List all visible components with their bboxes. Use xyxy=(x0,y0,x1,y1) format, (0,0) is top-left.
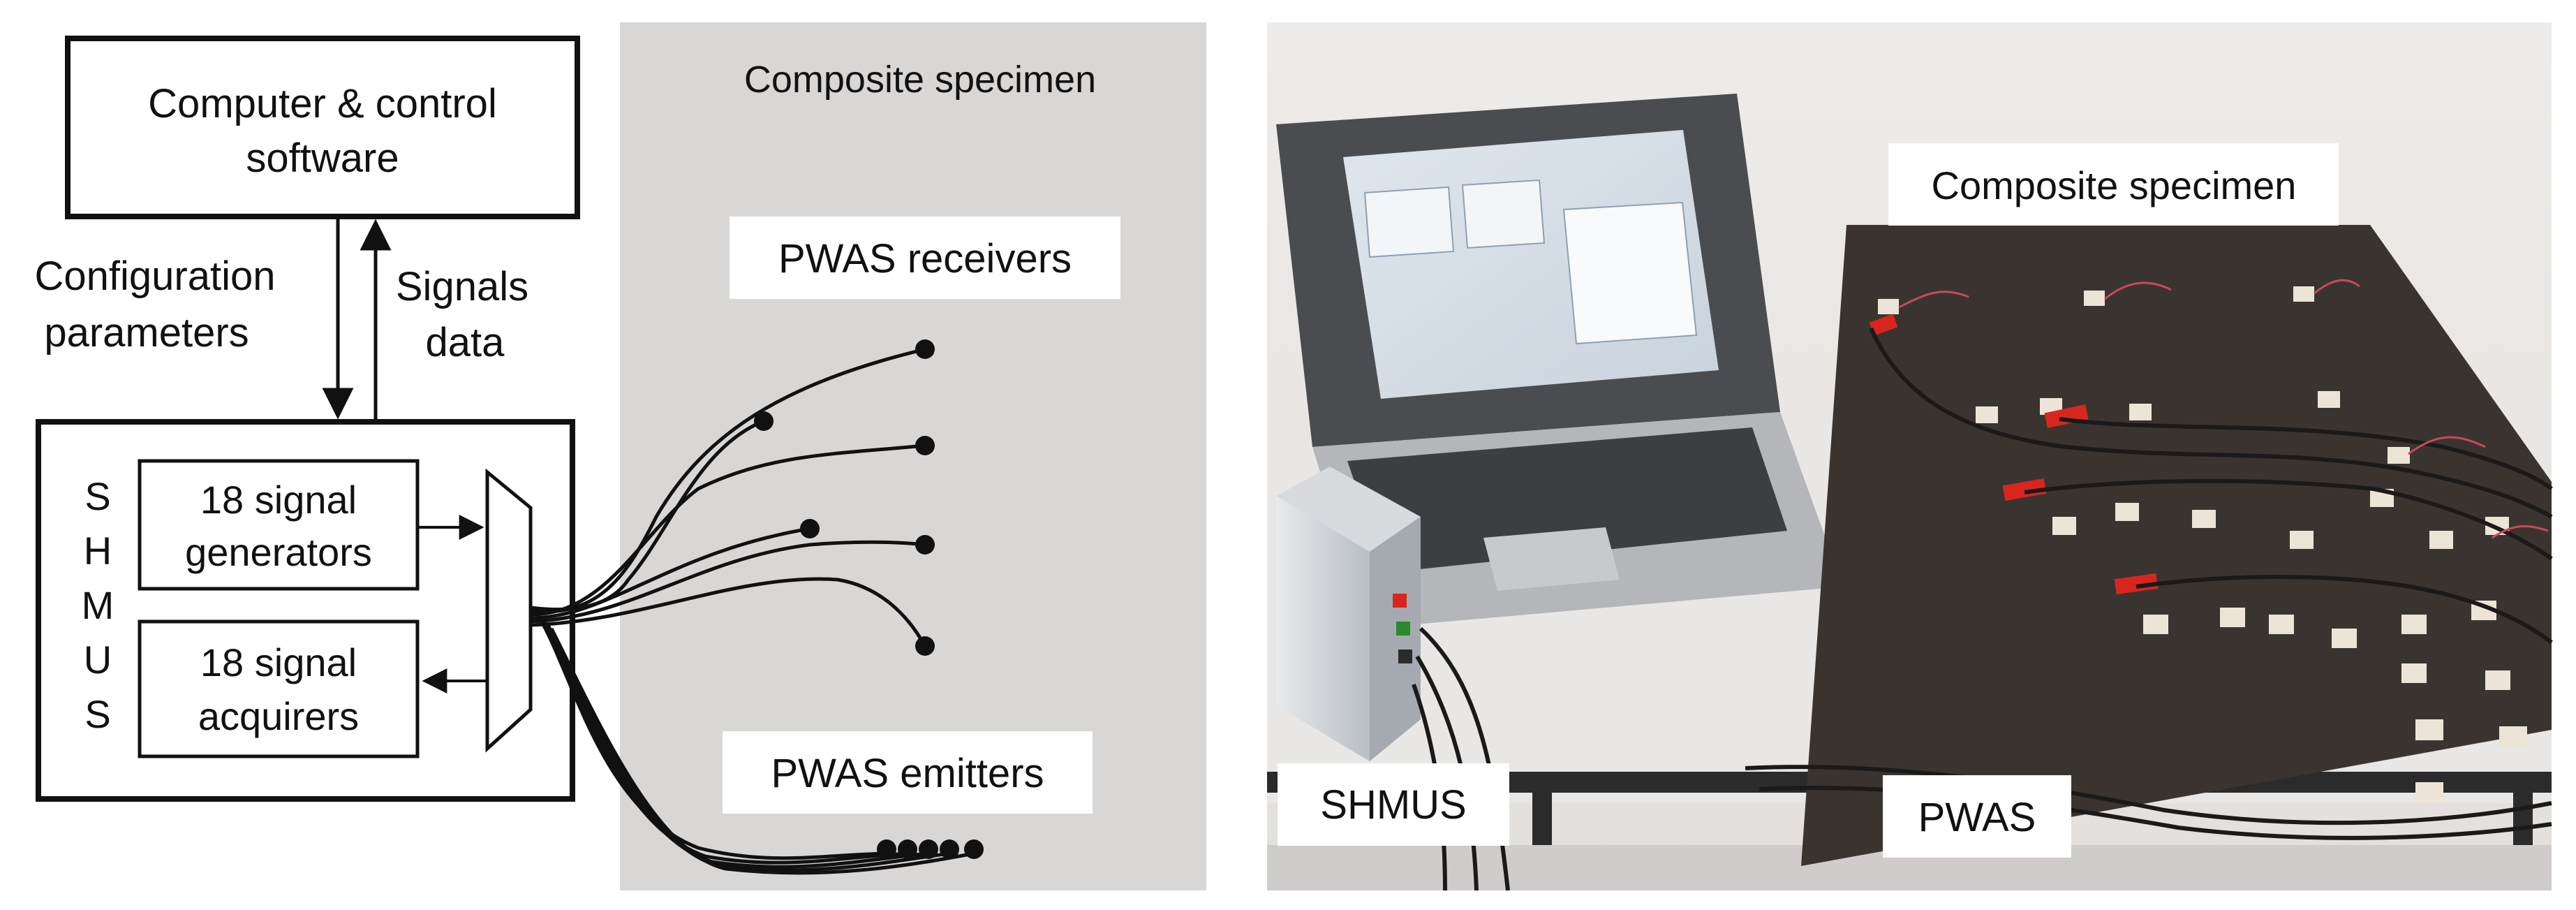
photo-shmus-label: SHMUS xyxy=(1320,782,1466,828)
receiver-dot xyxy=(915,535,935,555)
config-label-line1: Configuration xyxy=(35,254,276,299)
receivers-label-box xyxy=(730,217,1120,299)
shmus-device-top xyxy=(1276,467,1421,552)
red-clip xyxy=(2044,404,2089,428)
laptop xyxy=(1276,94,1843,629)
sensor-wires xyxy=(1898,279,2549,539)
photo-specimen-label-box xyxy=(1888,143,2339,226)
shmus-vertical-label: S H M U S xyxy=(82,474,114,736)
generators-box xyxy=(138,459,420,591)
receiver-dot xyxy=(800,519,820,538)
device-port xyxy=(1393,594,1407,608)
shmus-device-front xyxy=(1276,496,1370,761)
emitters-label: PWAS emitters xyxy=(771,751,1044,796)
device-port xyxy=(1396,622,1410,636)
pwas-emitter-dots xyxy=(877,839,984,859)
screen-panel xyxy=(1363,186,1455,258)
emitter-dot xyxy=(940,839,959,859)
pwas-patch xyxy=(2192,510,2216,528)
signals-label-line2: data xyxy=(426,320,505,365)
pwas-patch xyxy=(2052,517,2076,535)
screen-panel xyxy=(1461,179,1546,249)
pwas-patch xyxy=(2129,404,2152,420)
receivers-label: PWAS receivers xyxy=(778,236,1072,281)
shmus-letter: S xyxy=(84,692,110,736)
signals-label-line1: Signals xyxy=(396,264,528,309)
emitter-dot xyxy=(877,839,896,859)
screen-plot xyxy=(1562,201,1698,345)
composite-board xyxy=(1801,225,2552,866)
pwas-patch xyxy=(2401,663,2427,683)
pwas-patch xyxy=(2143,615,2168,634)
acquirers-line2: acquirers xyxy=(198,694,359,738)
emitter-dot xyxy=(898,839,917,859)
emitters-label-box xyxy=(723,731,1093,814)
shmus-letter: U xyxy=(84,638,112,682)
pwas-patch xyxy=(2499,726,2527,747)
pwas-patch xyxy=(2415,719,2443,740)
receiver-dot xyxy=(915,339,935,359)
lab-photo: Composite specimen SHMUS PWAS xyxy=(1267,22,2553,891)
pwas-patch xyxy=(1976,406,1998,423)
pwas-patch xyxy=(2388,447,2410,464)
computer-box-line2: software xyxy=(246,135,399,181)
generators-line1: 18 signal xyxy=(200,478,357,522)
keyboard xyxy=(1347,427,1787,573)
receiver-dot xyxy=(915,636,935,656)
shmus-device-side xyxy=(1370,517,1421,761)
pwas-patch xyxy=(2415,782,2443,803)
pwas-patch xyxy=(1878,299,1899,314)
pwas-patches xyxy=(1878,286,2527,803)
shmus-letter: H xyxy=(84,529,112,573)
pwas-patch xyxy=(2220,608,2245,627)
config-label-line2: parameters xyxy=(44,310,249,355)
pwas-patch xyxy=(2084,291,2105,306)
emitter-dot xyxy=(964,839,984,859)
photo-specimen-label: Composite specimen xyxy=(1932,163,2297,207)
pwas-patch xyxy=(2429,531,2453,549)
acquirers-box xyxy=(138,619,420,758)
red-clip xyxy=(2002,478,2047,501)
pwas-patch xyxy=(2401,615,2427,634)
red-clip xyxy=(2114,573,2159,595)
computer-box-line1: Computer & control xyxy=(148,81,497,126)
photo-shmus-label-box xyxy=(1278,763,1509,846)
pwas-patch xyxy=(2318,391,2340,408)
multiplexer xyxy=(485,468,533,753)
shmus-letter: S xyxy=(84,474,110,518)
pwas-patch xyxy=(2293,286,2314,302)
acquirers-line1: 18 signal xyxy=(200,640,357,684)
shmus-device xyxy=(1276,467,1421,761)
photo-pwas-label-box xyxy=(1883,775,2071,858)
touchpad xyxy=(1483,527,1620,591)
shmus-letter: M xyxy=(82,583,114,627)
receiver-dot xyxy=(754,411,773,431)
specimen-title: Composite specimen xyxy=(744,59,1096,101)
pwas-patch xyxy=(2290,531,2314,549)
pwas-receiver-dots xyxy=(754,339,935,656)
red-clip xyxy=(1869,314,1898,336)
pwas-patch xyxy=(2269,615,2294,634)
computer-box xyxy=(65,36,580,219)
generators-line2: generators xyxy=(185,530,372,574)
photo-pwas-label: PWAS xyxy=(1918,795,2036,840)
pwas-patch xyxy=(2485,670,2510,690)
pwas-patch xyxy=(2115,503,2139,521)
schematic-diagram: Composite specimen Computer & control so… xyxy=(35,22,1206,890)
alligator-clips xyxy=(1869,314,2159,595)
device-port xyxy=(1398,650,1412,663)
pwas-patch xyxy=(2332,629,2357,648)
emitter-dot xyxy=(919,839,938,859)
cable-bundle xyxy=(530,347,975,875)
receiver-dot xyxy=(915,436,935,455)
